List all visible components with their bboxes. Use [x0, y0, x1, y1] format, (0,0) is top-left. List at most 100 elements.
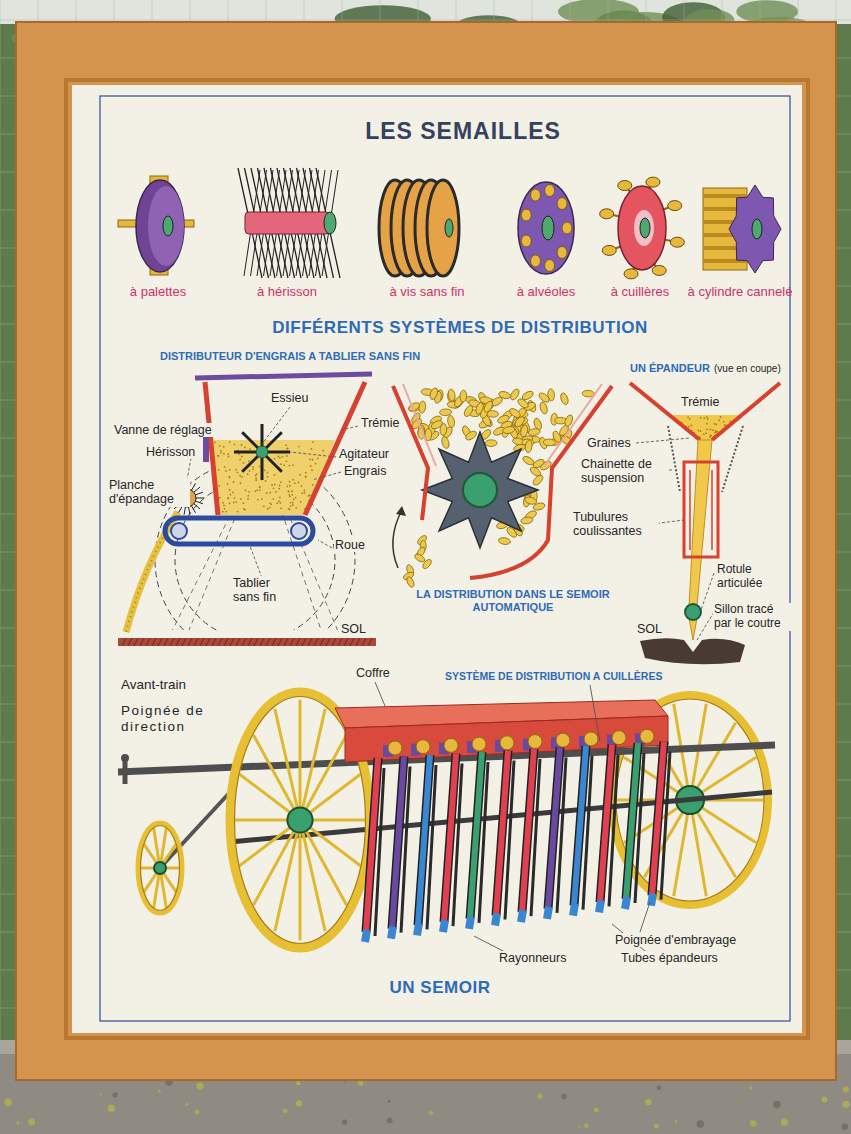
- apron-roller: [171, 523, 187, 539]
- fertiliser-grain: [294, 482, 296, 484]
- seed: [463, 404, 475, 418]
- fertiliser-grain: [269, 502, 271, 504]
- distributor-spoon: [584, 732, 598, 746]
- fertiliser-grain: [247, 473, 249, 475]
- fertiliser-grain: [304, 492, 306, 494]
- axle-hole: [445, 219, 453, 237]
- seed-tube: [652, 742, 664, 896]
- seed-box-inner-line: [403, 384, 436, 466]
- seed-grain: [687, 417, 689, 419]
- lichen: [561, 1094, 566, 1099]
- lichen: [4, 1099, 12, 1107]
- system-label: à cylindre cannelé: [688, 285, 793, 300]
- lichen: [113, 1092, 118, 1097]
- seed: [521, 455, 535, 467]
- soil-hatch: [122, 638, 126, 646]
- seed-grain: [709, 436, 711, 438]
- soil-hatch: [194, 638, 198, 646]
- lichen: [842, 1101, 849, 1108]
- fertiliser-grain: [282, 456, 284, 458]
- fertiliser-grain: [227, 483, 229, 485]
- seed: [516, 397, 530, 409]
- part-label: Roue: [334, 538, 366, 552]
- seed-grain: [706, 416, 708, 418]
- fertiliser-grain: [305, 472, 307, 474]
- fertiliser-grain: [300, 501, 302, 503]
- spoon: [646, 177, 660, 187]
- seed-tube: [392, 757, 404, 929]
- soil-hatch: [212, 638, 216, 646]
- soil-hatch: [344, 638, 348, 646]
- lichen: [28, 1118, 35, 1125]
- seed: [464, 429, 478, 441]
- fertiliser-grain: [273, 487, 275, 489]
- fertiliser-grain: [219, 497, 221, 499]
- lichen: [194, 1109, 199, 1114]
- system-label: à alvéoles: [517, 285, 576, 300]
- fertiliser-grain: [237, 472, 239, 474]
- seed: [531, 474, 544, 487]
- left-wheel-spoke: [275, 709, 300, 820]
- sliding-tube-line: [689, 470, 691, 550]
- soil-hatch: [134, 638, 138, 646]
- leader-line: [375, 682, 385, 706]
- ball-joint: [685, 604, 701, 620]
- fertiliser-grain: [223, 504, 225, 506]
- front-wheel-hub: [154, 862, 166, 874]
- soil-hatch: [224, 638, 228, 646]
- fertiliser-grain: [229, 441, 231, 443]
- seed-tube: [689, 440, 712, 606]
- soil-hatch: [302, 638, 306, 646]
- spoon: [652, 265, 666, 275]
- soil-hatch: [260, 638, 264, 646]
- fertiliser-grain: [280, 463, 282, 465]
- seed-tube-outline: [522, 749, 534, 912]
- soil-hatch: [350, 638, 354, 646]
- suspension-chain: [668, 426, 680, 492]
- soil-hatch: [176, 638, 180, 646]
- falling-seed: [421, 558, 433, 570]
- fertiliser-grain: [279, 497, 281, 499]
- seed-grain: [712, 429, 714, 431]
- fertiliser-grain: [299, 474, 301, 476]
- soil-hatch: [242, 638, 246, 646]
- seed: [502, 426, 515, 435]
- seed-box-inner-line: [544, 384, 602, 466]
- axle-hole: [163, 216, 173, 236]
- leader-line: [640, 902, 650, 932]
- alveole-cup: [557, 246, 567, 258]
- seed-grain: [698, 430, 700, 432]
- fertiliser-grain: [274, 458, 276, 460]
- tube-tip: [391, 927, 393, 939]
- seed: [429, 387, 439, 401]
- star-wheel-hub: [463, 473, 497, 507]
- fertiliser-grain: [290, 505, 292, 507]
- fertiliser-grain: [247, 495, 249, 497]
- steering-handle: [123, 760, 128, 784]
- fertiliser-grain: [252, 466, 254, 468]
- seed-tube: [522, 749, 534, 912]
- fertiliser-grain: [243, 502, 245, 504]
- fertiliser-grain: [229, 489, 231, 491]
- seed-tube-outline: [470, 752, 482, 919]
- fertiliser-grain: [227, 497, 229, 499]
- fertiliser-grain: [233, 502, 235, 504]
- soil-hatch: [128, 638, 132, 646]
- fertiliser-grain: [248, 491, 250, 493]
- seed: [447, 389, 456, 402]
- soil-hatch: [152, 638, 156, 646]
- soil-hatch: [272, 638, 276, 646]
- part-label: Coffre: [355, 666, 391, 680]
- panel-note: (vue en coupe): [714, 363, 781, 375]
- fertiliser-grain: [256, 489, 258, 491]
- fertiliser-grain: [217, 455, 219, 457]
- poster-title: LES SEMAILLES: [365, 118, 561, 144]
- soil-hatch: [368, 638, 372, 646]
- fertiliser-grain: [312, 441, 314, 443]
- soil-hatch: [314, 638, 318, 646]
- seed-tube: [574, 746, 586, 906]
- fertiliser-grain: [220, 452, 222, 454]
